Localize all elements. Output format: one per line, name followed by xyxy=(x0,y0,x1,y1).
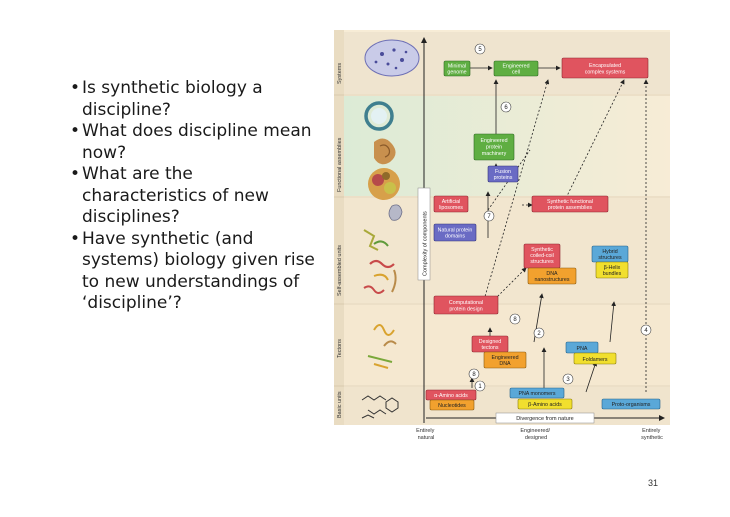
minimal-genome-box xyxy=(443,60,471,77)
encapsulated-systems-box xyxy=(561,57,649,79)
svg-text:PNA monomers: PNA monomers xyxy=(518,391,555,397)
svg-text:PNA: PNA xyxy=(577,346,588,352)
cell-illustration xyxy=(364,39,420,77)
left-margin-strip xyxy=(334,30,344,425)
svg-text:Foldamers: Foldamers xyxy=(582,357,607,363)
computational-design-box xyxy=(433,295,499,315)
step-number-1: 1 xyxy=(478,384,482,390)
step-number-6: 6 xyxy=(504,105,508,111)
engineered-machinery-box xyxy=(473,133,515,161)
engineered-cell-box xyxy=(493,60,539,77)
nucleotides-box xyxy=(429,399,475,411)
x-label-natural: Entirely natural xyxy=(416,428,436,441)
step-number-2: 2 xyxy=(537,331,541,337)
bullet-item: Have synthetic (and systems) biology giv… xyxy=(70,229,320,315)
foldamers-box xyxy=(573,352,617,365)
row-label-tectons: Tectons xyxy=(337,339,343,358)
proto-organisms-box xyxy=(601,398,661,410)
fusion-proteins-box xyxy=(487,165,519,183)
beta-helix-bundles-box xyxy=(595,261,629,279)
bullet-item: Is synthetic biology a discipline? xyxy=(70,78,320,121)
beta-amino-acids-box xyxy=(517,398,573,410)
bullet-item: What are the characteristics of new disc… xyxy=(70,164,320,229)
x-label-synthetic: Entirely synthetic xyxy=(641,428,663,441)
page-number: 31 xyxy=(648,478,659,488)
svg-text:Nucleotides: Nucleotides xyxy=(438,403,466,409)
x-axis-label: Divergence from nature xyxy=(516,416,573,422)
row-label-functional: Functional assemblies xyxy=(337,137,343,192)
synthetic-functional-box xyxy=(531,195,609,213)
artificial-liposomes-box xyxy=(433,195,469,213)
step-number-7: 7 xyxy=(487,214,491,220)
tecton-illustration xyxy=(367,324,397,369)
step-number-3: 3 xyxy=(566,377,570,383)
molecules-illustration xyxy=(361,395,399,419)
connector-arrows xyxy=(468,65,616,393)
pna-monomers-box xyxy=(509,387,565,399)
protein-machinery-illustration xyxy=(374,138,396,165)
y-axis-label: Complexity of components xyxy=(423,211,429,276)
row-label-self-assembled: Self-assembled units xyxy=(337,245,343,296)
svg-text:α-Amino acids: α-Amino acids xyxy=(434,393,468,399)
synthetic-biology-diagram: Systems Functional assemblies Self-assem… xyxy=(334,30,670,441)
svg-text:Proto-organisms: Proto-organisms xyxy=(612,402,651,408)
step-number-4: 4 xyxy=(644,328,648,334)
protein-domains-illustration xyxy=(388,204,403,221)
step-number-8b: 8 xyxy=(472,372,476,378)
dna-nanostructures-box xyxy=(527,267,577,285)
assembled-units-illustration xyxy=(363,229,397,294)
row-label-basic: Basic units xyxy=(337,391,343,418)
row-label-systems: Systems xyxy=(337,63,343,84)
question-list: Is synthetic biology a discipline? What … xyxy=(70,78,320,315)
step-number-8a: 8 xyxy=(513,317,517,323)
engineered-dna-box xyxy=(483,351,527,369)
bullet-item: What does discipline mean now? xyxy=(70,121,320,164)
svg-text:β-Amino acids: β-Amino acids xyxy=(528,402,562,408)
natural-domains-box xyxy=(433,223,477,242)
protein-complex-illustration xyxy=(368,168,400,200)
step-number-5: 5 xyxy=(478,47,482,53)
x-label-engineered: Engineered/ designed xyxy=(520,428,551,441)
liposome-illustration xyxy=(364,101,394,131)
